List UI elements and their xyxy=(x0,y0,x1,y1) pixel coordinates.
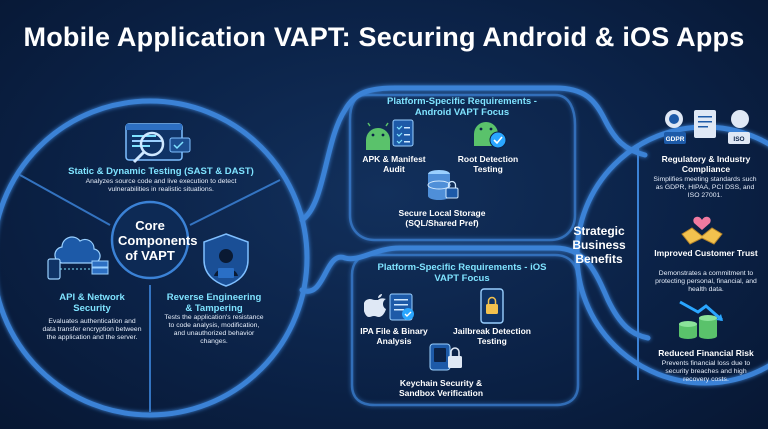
benefit-trust-desc: Demonstrates a commitment to protecting … xyxy=(655,270,757,293)
benefit-trust-heading: Improved Customer Trust xyxy=(654,248,758,258)
keychain-lock-icon xyxy=(429,343,462,371)
ios-item-keychain: Keychain Security & Sandbox Verification xyxy=(398,378,484,398)
ios-apple-file-icon xyxy=(364,293,414,321)
ios-heading: Platform-Specific Requirements - iOS VAP… xyxy=(377,262,547,284)
core-label: Core Components of VAPT xyxy=(118,218,198,263)
ios-box-outline xyxy=(350,253,580,407)
benefit-compliance-desc: Simplifies meeting standards such as GDP… xyxy=(653,176,757,199)
strategic-label: Strategic Business Benefits xyxy=(572,224,626,266)
android-item-root: Root Detection Testing xyxy=(457,154,519,174)
ios-item-ipa: IPA File & Binary Analysis xyxy=(360,326,428,346)
reverse-desc: Tests the application's resistance to co… xyxy=(164,314,264,345)
api-desc: Evaluates authentication and data transf… xyxy=(42,318,142,341)
api-heading: API & Network Security xyxy=(59,292,125,314)
phone-lock-icon xyxy=(480,288,504,324)
core-hub xyxy=(110,200,190,280)
sast-heading: Static & Dynamic Testing (SAST & DAST) xyxy=(68,166,254,177)
core-divider-left xyxy=(19,174,111,226)
android-item-storage: Secure Local Storage (SQL/Shared Pref) xyxy=(398,208,486,228)
benefit-risk-desc: Prevents financial loss due to security … xyxy=(661,360,751,383)
compliance-badges-icon: GDPR ISO xyxy=(664,110,750,144)
cloud-network-icon xyxy=(47,236,109,280)
sast-desc: Analyzes source code and live execution … xyxy=(85,178,237,193)
code-magnifier-icon xyxy=(125,123,191,164)
bottom-channel xyxy=(299,245,651,341)
core-divider-right xyxy=(189,179,281,226)
handshake-heart-icon xyxy=(681,216,723,245)
android-apk-icon xyxy=(366,119,414,150)
benefit-risk-heading: Reduced Financial Risk xyxy=(658,348,754,358)
android-box-outline xyxy=(348,93,577,242)
core-circle-ring xyxy=(0,98,310,418)
top-channel xyxy=(299,85,648,223)
reverse-heading: Reverse Engineering & Tampering xyxy=(166,292,262,314)
android-item-apk: APK & Manifest Audit xyxy=(362,154,426,174)
coins-down-arrow-icon xyxy=(679,300,723,339)
iso-badge: ISO xyxy=(733,136,744,143)
page-title: Mobile Application VAPT: Securing Androi… xyxy=(23,22,745,52)
ios-item-jailbreak: Jailbreak Detection Testing xyxy=(453,326,531,346)
hacker-shield-icon xyxy=(203,233,249,287)
database-lock-icon xyxy=(427,170,459,200)
benefit-compliance-heading: Regulatory & Industry Compliance xyxy=(661,154,751,174)
android-root-detection-icon xyxy=(474,122,507,149)
android-heading: Platform-Specific Requirements - Android… xyxy=(387,96,537,118)
gdpr-badge: GDPR xyxy=(666,136,685,143)
